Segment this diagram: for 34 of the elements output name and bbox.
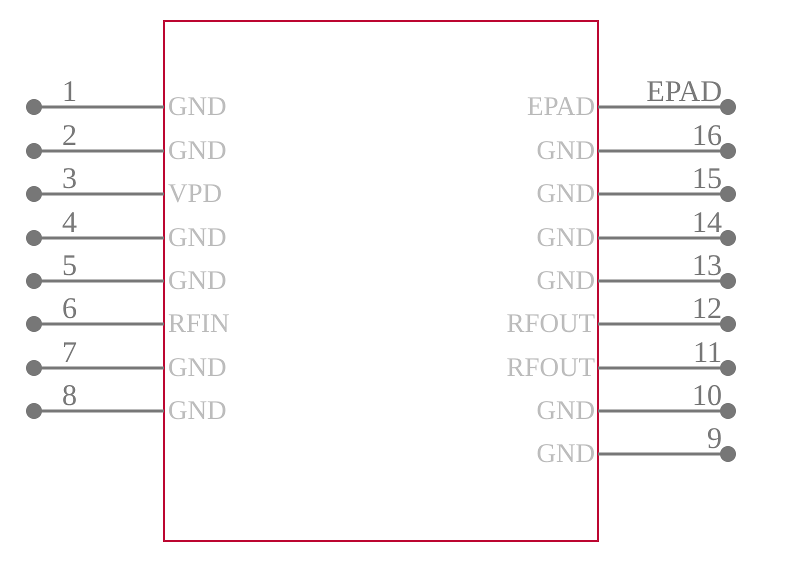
pin-name: GND [168, 397, 226, 424]
pin-number: 16 [692, 121, 722, 151]
pin-number: 10 [692, 381, 722, 411]
pin-number: 6 [62, 294, 77, 324]
pin-name: VPD [168, 180, 222, 207]
pin-name: GND [536, 267, 595, 294]
pin-number: 15 [692, 164, 722, 194]
pin-name: GND [168, 93, 226, 120]
pin-name: EPAD [526, 93, 595, 120]
pin-name: RFOUT [506, 310, 595, 337]
pin-number: 7 [62, 338, 77, 368]
pin-name: GND [168, 267, 226, 294]
pin-number: 5 [62, 251, 77, 281]
pin-name: RFOUT [506, 354, 595, 381]
pin-number: 9 [707, 424, 722, 454]
pin-number: 3 [62, 164, 77, 194]
pin-number: 2 [62, 121, 77, 151]
pin-number: 13 [692, 251, 722, 281]
pin-number: 11 [693, 338, 722, 368]
pin-number: 4 [62, 208, 77, 238]
pin-number: 12 [692, 294, 722, 324]
pin-number: 1 [62, 77, 77, 107]
pin-number: 8 [62, 381, 77, 411]
pin-name: GND [536, 397, 595, 424]
pin-name: GND [168, 354, 226, 381]
pin-name: GND [536, 137, 595, 164]
pin-number: EPAD [646, 77, 722, 107]
pin-name: GND [536, 180, 595, 207]
pin-name: GND [536, 440, 595, 467]
pin-name: GND [536, 224, 595, 251]
pin-number: 14 [692, 208, 722, 238]
pin-name: GND [168, 137, 226, 164]
pin-name: RFIN [168, 310, 230, 337]
pin-name: GND [168, 224, 226, 251]
